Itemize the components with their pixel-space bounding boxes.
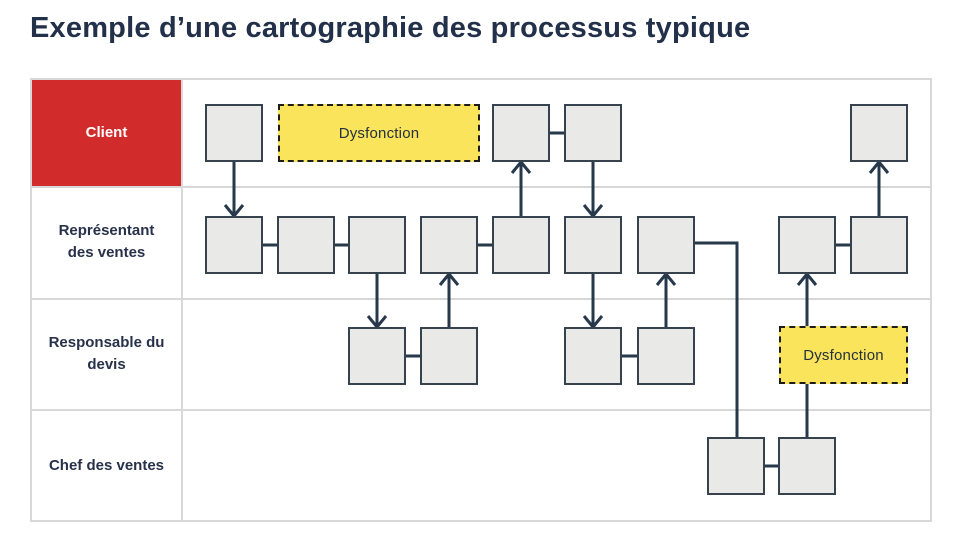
lane-divider xyxy=(30,409,932,411)
devis-step-3 xyxy=(564,327,622,385)
lane-label-chef-des-ventes: Chef des ventes xyxy=(32,409,181,522)
rep-step-7 xyxy=(637,216,695,274)
dysfonction-label: Dysfonction xyxy=(338,124,420,142)
client-step-2 xyxy=(492,104,550,162)
dysfonction-label: Dysfonction xyxy=(803,346,884,364)
label-column-divider xyxy=(181,78,183,522)
lane-divider xyxy=(30,186,932,188)
client-step-1 xyxy=(205,104,263,162)
rep-step-8 xyxy=(778,216,836,274)
devis-step-1 xyxy=(348,327,406,385)
chef-step-2 xyxy=(778,437,836,495)
chef-step-1 xyxy=(707,437,765,495)
rep-step-3 xyxy=(348,216,406,274)
rep-step-6 xyxy=(564,216,622,274)
lane-label-client: Client xyxy=(32,80,181,186)
lane-divider xyxy=(30,298,932,300)
rep-step-1 xyxy=(205,216,263,274)
devis-step-4 xyxy=(637,327,695,385)
rep-step-4 xyxy=(420,216,478,274)
lane-label-text: Responsable du devis xyxy=(48,333,165,373)
page-title: Exemple d’une cartographie des processus… xyxy=(30,12,751,44)
devis-step-2 xyxy=(420,327,478,385)
dysfonction-box-1: Dysfonction xyxy=(278,104,480,162)
rep-step-9 xyxy=(850,216,908,274)
lane-label-responsable-du-devis: Responsable du devis xyxy=(32,298,181,409)
lane-label-text: Client xyxy=(85,124,128,142)
lane-label-representant-des-ventes: Représentant des ventes xyxy=(32,186,181,298)
rep-step-5 xyxy=(492,216,550,274)
dysfonction-box-2: Dysfonction xyxy=(779,326,908,384)
lane-label-text: Représentant des ventes xyxy=(58,222,155,261)
lane-label-text: Chef des ventes xyxy=(48,456,165,474)
swimlane-table-border xyxy=(30,78,932,522)
client-step-4 xyxy=(850,104,908,162)
client-step-3 xyxy=(564,104,622,162)
rep-step-2 xyxy=(277,216,335,274)
